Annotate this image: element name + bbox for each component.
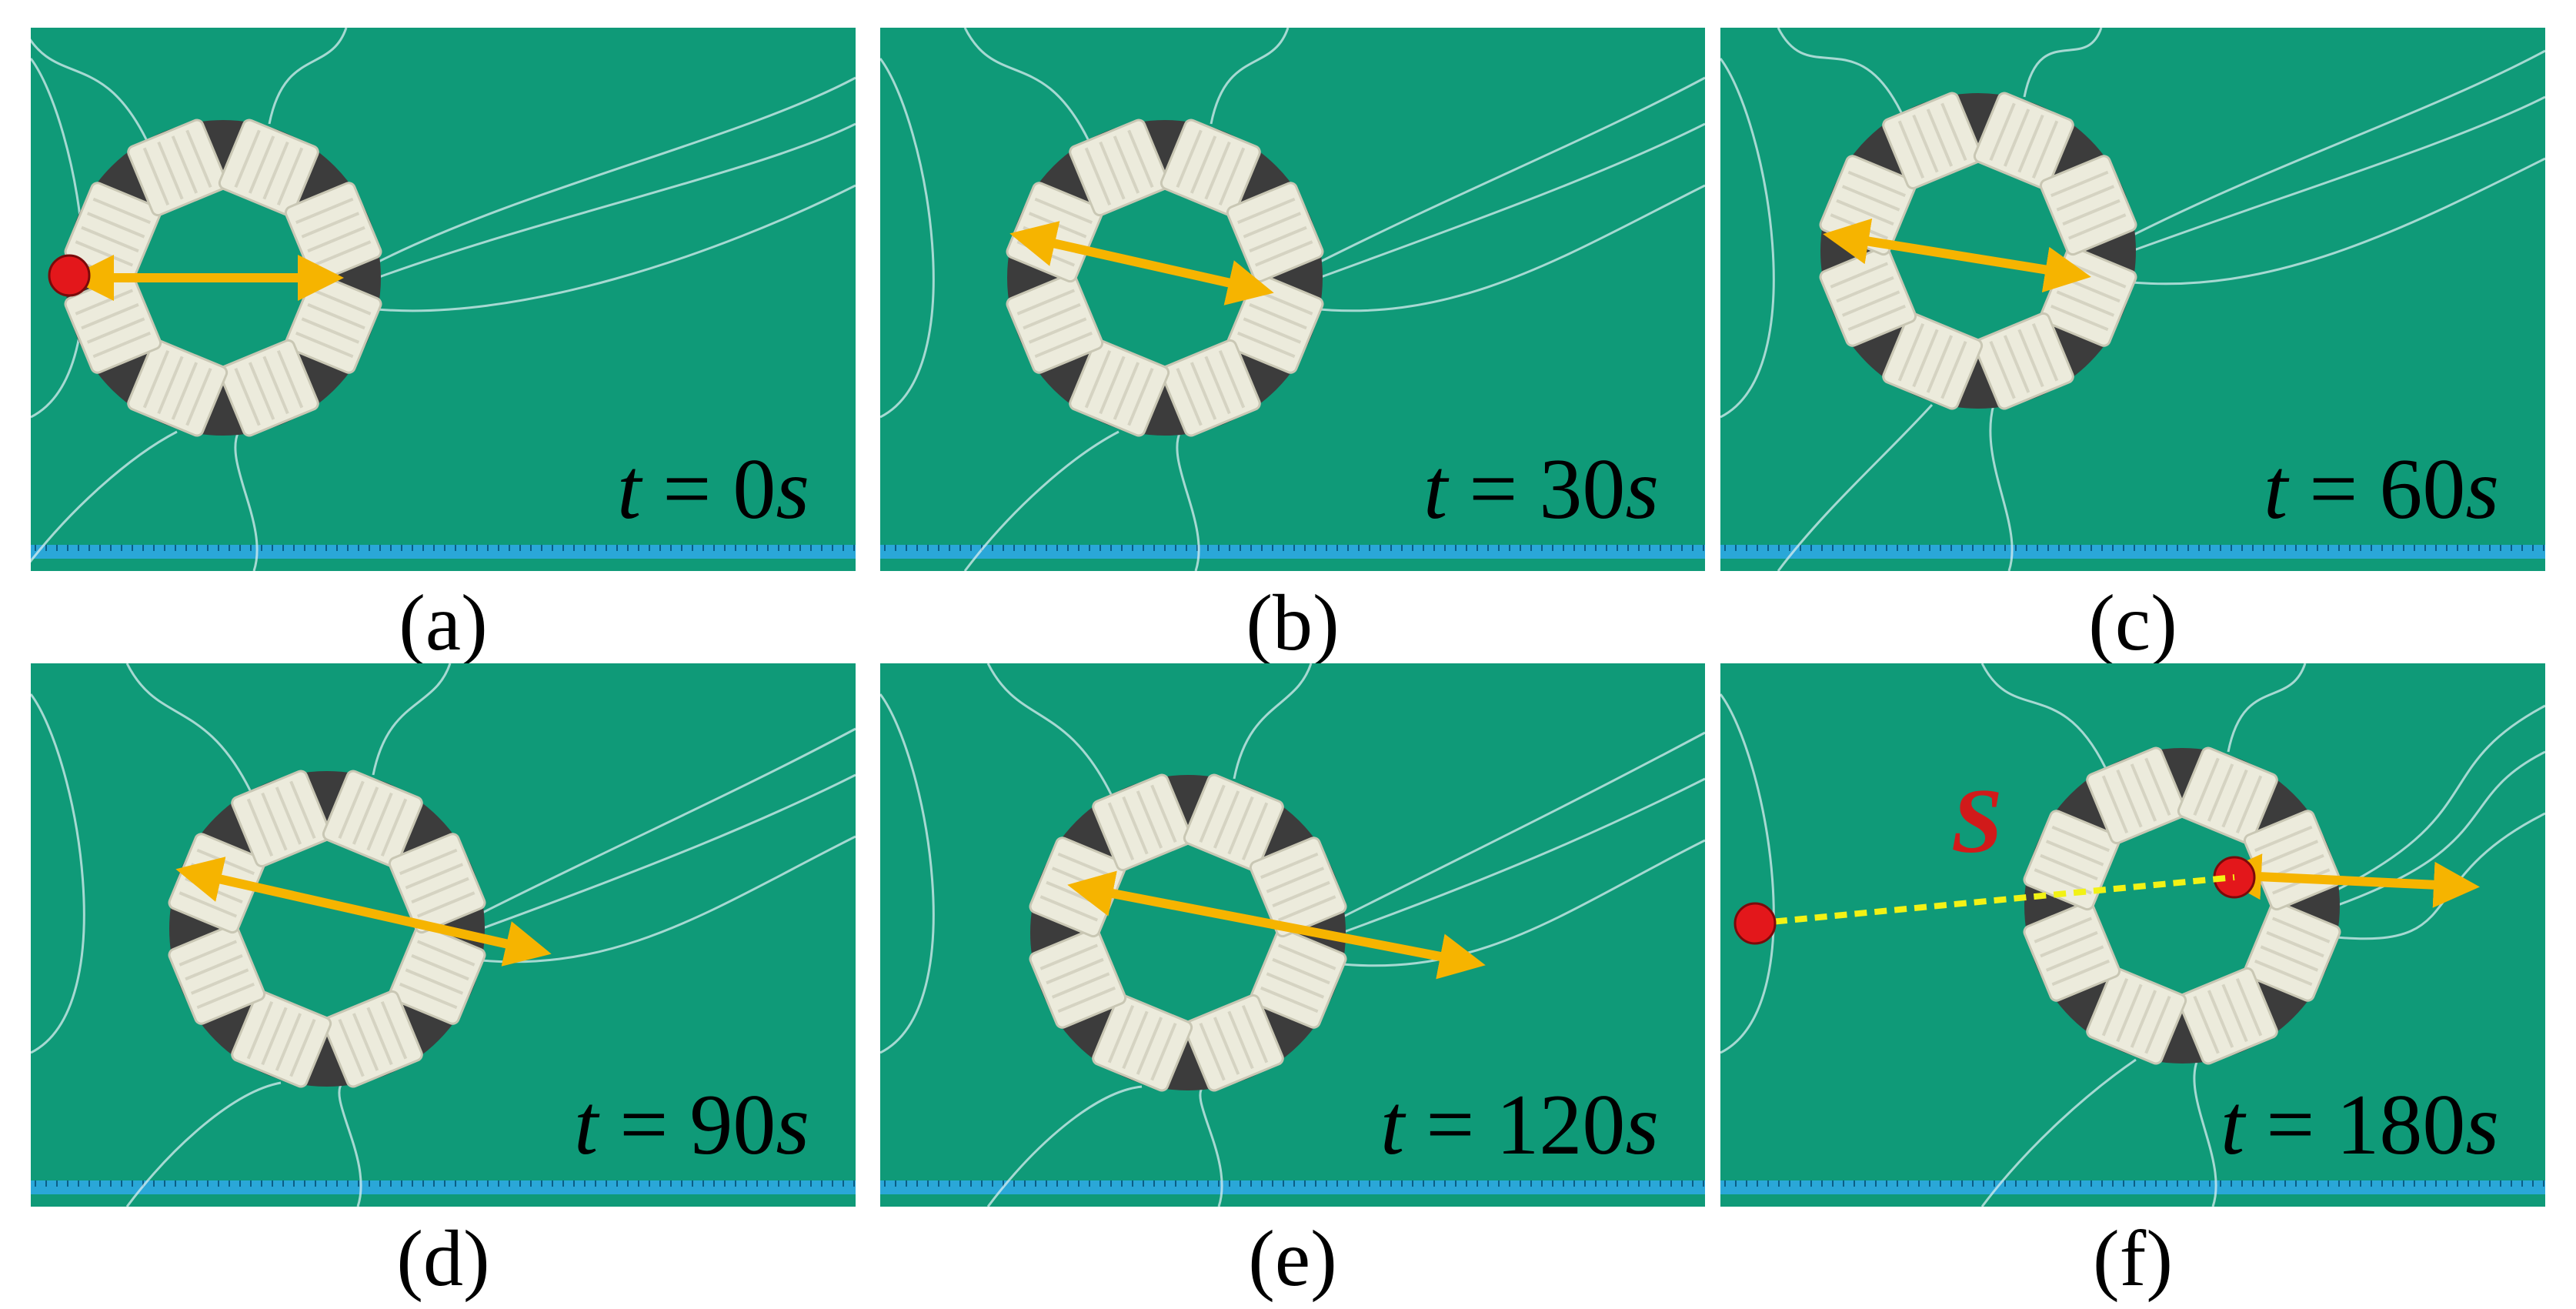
actuator-module — [1069, 119, 1170, 217]
actuator-module — [1882, 92, 1984, 190]
actuator-module — [127, 119, 229, 217]
actuator-module — [1882, 312, 1984, 410]
actuator-module — [1092, 993, 1193, 1092]
time-unit: s — [2465, 442, 2499, 537]
equals-sign: = — [598, 1077, 690, 1173]
actuator-module — [218, 339, 319, 437]
actuator-module — [2086, 746, 2187, 845]
position-marker — [48, 254, 91, 297]
experiment-photo: t = 90s — [31, 663, 856, 1207]
panel-caption: (c) — [2088, 579, 2177, 667]
diameter-arrow — [1067, 870, 1486, 980]
time-value: 120 — [1496, 1077, 1626, 1173]
panel-a: t = 0s (a) — [31, 28, 856, 668]
experiment-photo: t = 0s — [31, 28, 856, 571]
time-variable: t — [1423, 442, 1448, 537]
photo-drawing — [880, 28, 1705, 571]
panel-b: t = 30s (b) — [880, 28, 1705, 668]
time-value: 180 — [2336, 1077, 2466, 1173]
time-label: t = 60s — [2264, 446, 2499, 533]
diameter-arrow — [1823, 218, 2091, 293]
actuator-module — [231, 990, 332, 1088]
time-value: 0 — [732, 442, 776, 537]
time-unit: s — [776, 442, 809, 537]
actuator-module — [1183, 773, 1284, 872]
time-value: 90 — [689, 1077, 776, 1173]
time-variable: t — [574, 1077, 599, 1173]
air-tubes — [880, 28, 1705, 571]
displacement-label: S — [1951, 770, 2003, 872]
equals-sign: = — [1404, 1077, 1497, 1173]
time-value: 30 — [1539, 442, 1626, 537]
actuator-module — [2177, 746, 2278, 845]
actuator-module — [2243, 900, 2341, 1002]
panel-caption: (d) — [396, 1214, 490, 1303]
equals-sign: = — [2287, 442, 2380, 537]
start-marker — [1733, 902, 1777, 945]
actuator-module — [1183, 993, 1284, 1092]
actuator-module — [322, 990, 423, 1088]
time-label: t = 0s — [617, 446, 809, 533]
photo-drawing — [1720, 28, 2545, 571]
actuator-module — [2086, 967, 2187, 1065]
panel-caption: (a) — [399, 579, 488, 667]
photo-drawing — [31, 663, 856, 1207]
displacement-line — [1754, 874, 2235, 927]
actuator-module — [1973, 312, 2074, 410]
time-label: t = 120s — [1380, 1082, 1659, 1168]
actuator-module — [127, 339, 229, 437]
actuator-module — [2023, 900, 2121, 1002]
panel-caption: (b) — [1246, 579, 1340, 667]
actuator-module — [1160, 339, 1261, 437]
experiment-photo: t = 30s — [880, 28, 1705, 571]
time-unit: s — [2465, 1077, 2499, 1173]
air-tubes — [31, 28, 856, 571]
time-variable: t — [617, 442, 642, 537]
time-variable: t — [1380, 1077, 1405, 1173]
time-variable: t — [2264, 442, 2288, 537]
actuator-module — [2177, 967, 2278, 1065]
photo-drawing — [1720, 663, 2545, 1207]
photo-drawing — [31, 28, 856, 571]
panel-caption: (e) — [1248, 1214, 1337, 1303]
time-unit: s — [1625, 1077, 1659, 1173]
time-value: 60 — [2379, 442, 2466, 537]
actuator-module — [1160, 119, 1261, 217]
panel-c: t = 60s (c) — [1720, 28, 2545, 668]
time-unit: s — [1625, 442, 1659, 537]
actuator-module — [218, 119, 319, 217]
green-board — [1720, 663, 2545, 1207]
experiment-photo: t = 120s — [880, 663, 1705, 1207]
experiment-photo: t = 60s — [1720, 28, 2545, 571]
diameter-arrow — [175, 857, 552, 967]
actuator-module — [1973, 92, 2074, 190]
panel-d: t = 90s (d) — [31, 663, 856, 1304]
actuator-module — [1092, 773, 1193, 872]
diameter-arrow — [2215, 853, 2480, 908]
panel-caption: (f) — [2093, 1214, 2173, 1303]
equals-sign: = — [641, 442, 733, 537]
time-label: t = 180s — [2221, 1082, 2499, 1168]
photo-drawing — [880, 663, 1705, 1207]
equals-sign: = — [2244, 1077, 2337, 1173]
panel-e: t = 120s (e) — [880, 663, 1705, 1304]
diameter-arrow — [1009, 221, 1274, 306]
time-variable: t — [2221, 1077, 2245, 1173]
time-label: t = 90s — [574, 1082, 809, 1168]
actuator-module — [322, 770, 423, 868]
time-unit: s — [776, 1077, 809, 1173]
equals-sign: = — [1447, 442, 1540, 537]
time-label: t = 30s — [1423, 446, 1659, 533]
air-tubes — [1720, 28, 2545, 571]
actuator-module — [1069, 339, 1170, 437]
actuator-module — [231, 770, 332, 868]
